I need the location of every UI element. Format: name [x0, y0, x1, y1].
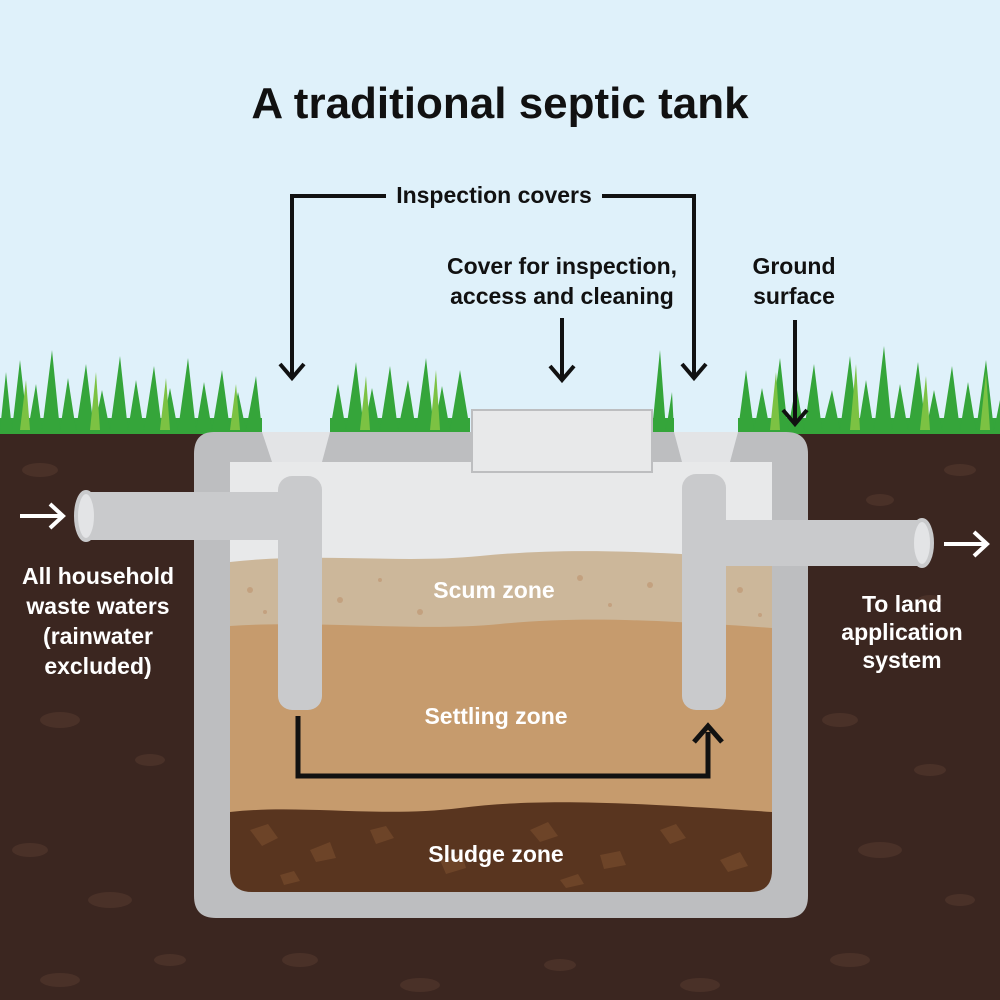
access-cover-label-line2: access and cleaning — [450, 283, 674, 309]
ground-surface-label-line1: Ground — [752, 253, 835, 279]
scum-zone — [230, 551, 772, 630]
ground-surface-label-line2: surface — [753, 283, 835, 309]
outlet-label-line2: application — [841, 619, 962, 645]
flow-arrowhead — [692, 722, 724, 744]
inspection-callout — [278, 194, 708, 382]
inlet-label-line2: waste waters — [25, 593, 169, 619]
inspection-covers-label: Inspection covers — [396, 182, 592, 208]
scum-zone-label: Scum zone — [433, 577, 554, 603]
grass-highlights — [20, 364, 990, 430]
settling-zone-label: Settling zone — [424, 703, 567, 729]
settling-zone — [230, 619, 772, 820]
access-cover — [471, 409, 653, 473]
outlet-pipe — [682, 474, 934, 710]
access-cover-label-line1: Cover for inspection, — [447, 253, 677, 279]
sludge-texture — [250, 822, 748, 888]
grass — [0, 346, 1000, 434]
inlet-arrow — [20, 502, 66, 530]
flow-arrow — [295, 716, 711, 779]
inspection-cover-left — [262, 432, 330, 462]
outlet-arrow — [944, 530, 990, 558]
cover-callout — [548, 318, 576, 384]
outlet-label-line3: system — [862, 647, 941, 673]
outlet-label-line1: To land — [862, 591, 942, 617]
inlet-label-line4: excluded) — [44, 653, 151, 679]
sludge-zone — [230, 802, 772, 892]
sludge-zone-label: Sludge zone — [428, 841, 563, 867]
diagram-title: A traditional septic tank — [251, 79, 749, 128]
inlet-label-line1: All household — [22, 563, 174, 589]
ground-callout — [781, 320, 809, 428]
soil-texture — [12, 463, 976, 992]
inlet-pipe — [74, 476, 322, 710]
inlet-label-line3: (rainwater — [43, 623, 153, 649]
inspection-cover-right — [674, 432, 738, 462]
sky — [0, 0, 1000, 432]
